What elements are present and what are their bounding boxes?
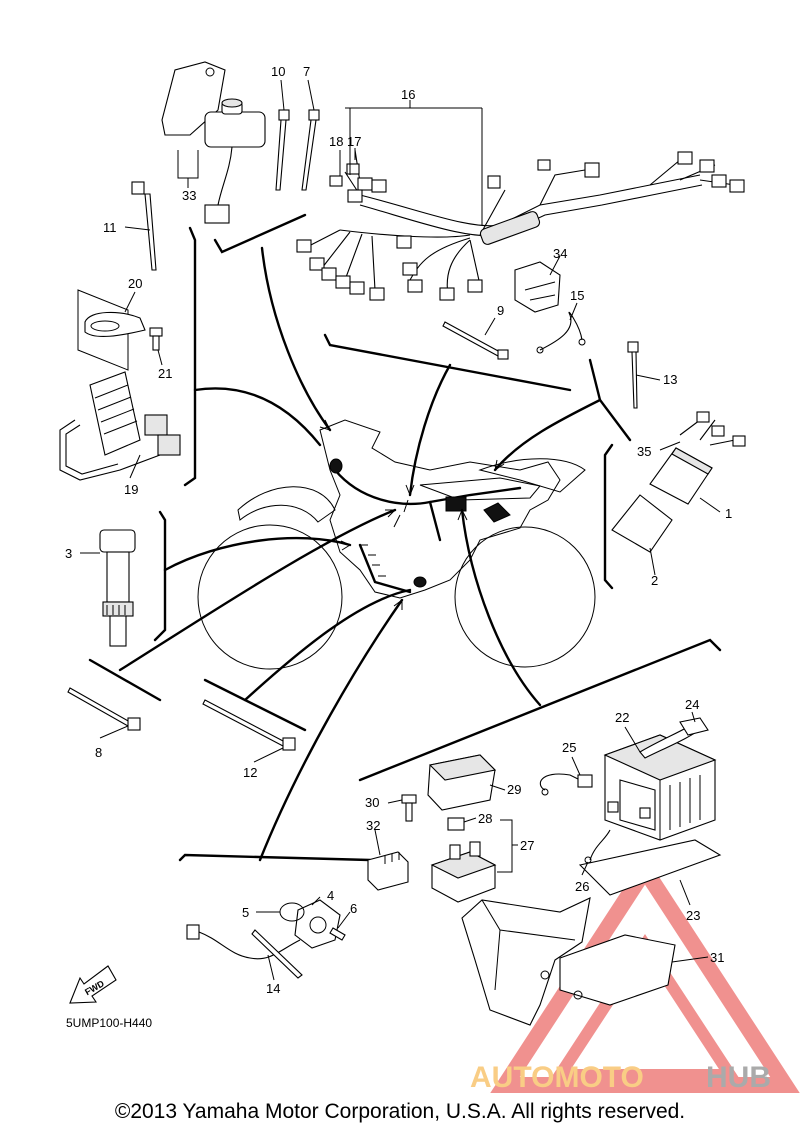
rear-wheel-outline bbox=[454, 526, 596, 668]
cdi-cover bbox=[611, 494, 673, 553]
watermark-triangle-inner bbox=[548, 934, 742, 1081]
callout-23: 23 bbox=[686, 908, 700, 923]
cable-tie-8 bbox=[67, 687, 141, 731]
cable-tie-13 bbox=[627, 341, 639, 409]
neutral-switch-4 bbox=[294, 899, 341, 949]
starter-relay-27 bbox=[430, 841, 497, 903]
callout-2: 2 bbox=[651, 573, 658, 588]
cable-tie-9 bbox=[442, 321, 509, 360]
callout-32: 32 bbox=[366, 818, 380, 833]
battery-strap-24 bbox=[679, 717, 709, 736]
callout-20: 20 bbox=[128, 276, 142, 291]
callout-16: 16 bbox=[401, 87, 415, 102]
relay-34 bbox=[514, 261, 561, 313]
callout-35: 35 bbox=[637, 444, 651, 459]
screw-6 bbox=[329, 927, 346, 941]
callout-10: 10 bbox=[271, 64, 285, 79]
callout-18: 18 bbox=[329, 134, 343, 149]
callout-33: 33 bbox=[182, 188, 196, 203]
battery-box-31 bbox=[461, 897, 676, 1026]
callout-13: 13 bbox=[663, 372, 677, 387]
leader-lines bbox=[88, 213, 722, 862]
ignition-coil-3 bbox=[99, 529, 136, 647]
battery-lead-25 bbox=[539, 773, 593, 796]
callout-21: 21 bbox=[158, 366, 172, 381]
callout-8: 8 bbox=[95, 745, 102, 760]
front-fender-outline bbox=[237, 486, 336, 523]
callout-7: 7 bbox=[303, 64, 310, 79]
neutral-switch-lead-14 bbox=[186, 924, 303, 979]
callout-25: 25 bbox=[562, 740, 576, 755]
callout-31: 31 bbox=[710, 950, 724, 965]
callout-5: 5 bbox=[242, 905, 249, 920]
battery-pad-23 bbox=[578, 839, 722, 896]
clamp-marks bbox=[360, 499, 409, 577]
frame-body-outline bbox=[319, 419, 561, 599]
seat-outline bbox=[419, 477, 541, 501]
callout-11: 11 bbox=[103, 220, 117, 235]
callout-3: 3 bbox=[65, 546, 72, 561]
callout-17: 17 bbox=[347, 134, 361, 149]
sensor-mount bbox=[413, 576, 427, 588]
callout-24: 24 bbox=[685, 697, 699, 712]
callout-1: 1 bbox=[725, 506, 732, 521]
bolt-30 bbox=[401, 794, 417, 822]
cdi-unit bbox=[649, 411, 746, 505]
rectifier-regulator bbox=[59, 371, 181, 481]
callout-22: 22 bbox=[615, 710, 629, 725]
callout-27: 27 bbox=[520, 838, 534, 853]
cable-tie-7 bbox=[301, 109, 320, 191]
callout-26: 26 bbox=[575, 879, 589, 894]
watermark-brand-b: HUB bbox=[706, 1061, 771, 1094]
callout-19: 19 bbox=[124, 482, 138, 497]
cdi-block bbox=[445, 496, 467, 512]
ignition-coil-assembly bbox=[161, 61, 266, 224]
cable-tie-10 bbox=[275, 109, 290, 191]
front-wheel-outline bbox=[197, 524, 343, 670]
motorcycle-outline bbox=[197, 419, 596, 670]
wire-harness bbox=[296, 149, 745, 301]
relay-cover-29 bbox=[427, 754, 497, 811]
cable-tie-12 bbox=[202, 699, 296, 751]
callout-30: 30 bbox=[365, 795, 379, 810]
relay-block bbox=[483, 502, 511, 523]
callout-14: 14 bbox=[266, 981, 280, 996]
callout-6: 6 bbox=[350, 901, 357, 916]
diagram-code: 5UMP100-H440 bbox=[66, 1016, 153, 1030]
bracket-20 bbox=[77, 289, 146, 371]
battery-lead-26 bbox=[584, 829, 611, 864]
bolt-21 bbox=[149, 327, 163, 351]
harness-branch bbox=[358, 500, 442, 594]
callout-labels: 1 2 3 4 5 6 7 8 9 10 11 12 13 14 15 16 1… bbox=[65, 64, 732, 996]
callout-4: 4 bbox=[327, 888, 334, 903]
battery-assembly bbox=[603, 719, 717, 841]
callout-15: 15 bbox=[570, 288, 584, 303]
coil-mount bbox=[329, 458, 343, 474]
lead-wire-15 bbox=[536, 312, 586, 354]
callout-28: 28 bbox=[478, 811, 492, 826]
connector-32 bbox=[367, 851, 409, 891]
copyright-notice: ©2013 Yamaha Motor Corporation, U.S.A. A… bbox=[114, 1100, 686, 1123]
callout-29: 29 bbox=[507, 782, 521, 797]
watermark-brand-a: AUTOMOTO bbox=[470, 1061, 644, 1094]
fuse-28 bbox=[447, 817, 465, 831]
callout-leaders bbox=[80, 79, 721, 981]
callout-34: 34 bbox=[553, 246, 567, 261]
callout-9: 9 bbox=[497, 303, 504, 318]
fwd-arrow-icon: FWD bbox=[69, 965, 117, 1004]
callout-12: 12 bbox=[243, 765, 257, 780]
cable-tie-11 bbox=[131, 181, 157, 271]
